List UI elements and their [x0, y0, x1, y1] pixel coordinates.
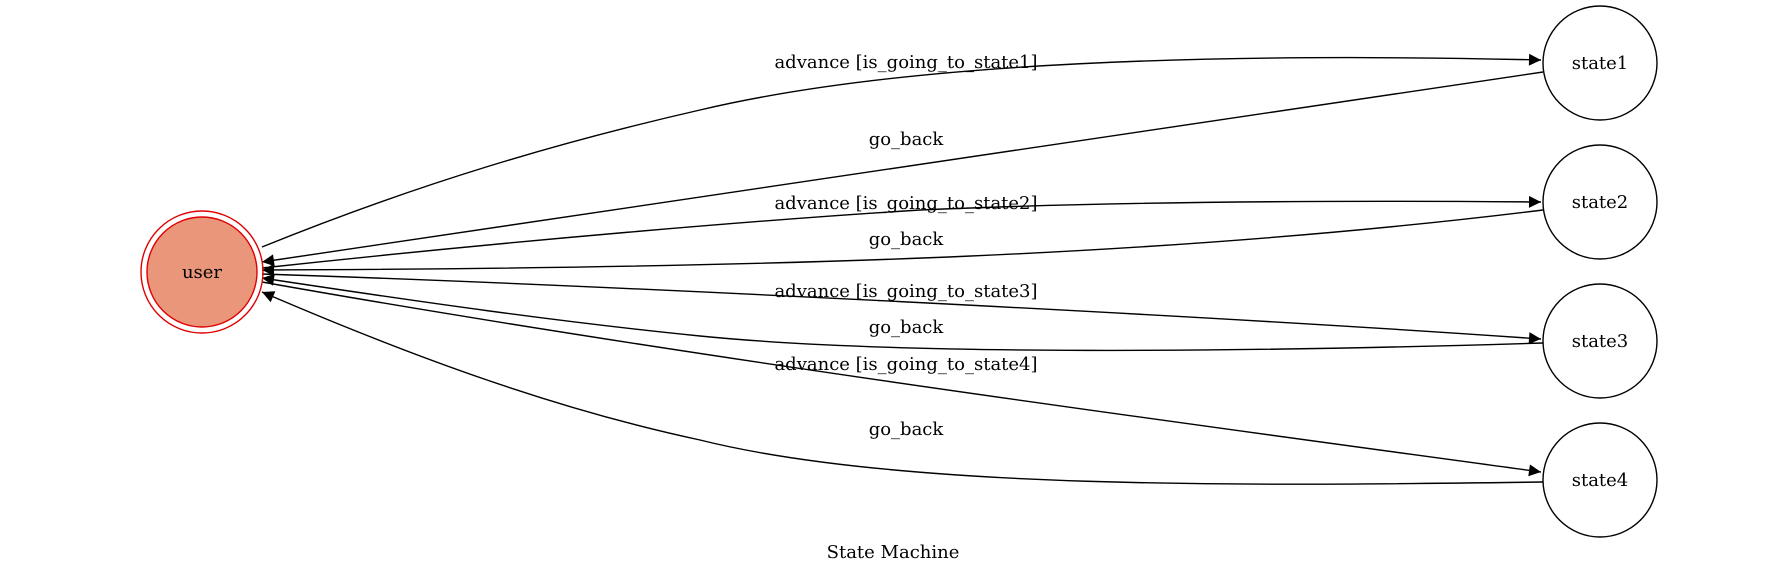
node-state1[interactable]: state1 — [1542, 5, 1658, 121]
edges — [261, 53, 1544, 485]
edge-label-user-to-state1: advance [is_going_to_state1] — [774, 52, 1037, 73]
node-state2-label: state2 — [1572, 192, 1629, 213]
node-user-outer-ring — [140, 210, 264, 334]
edge-state1-to-user — [261, 71, 1544, 267]
edge-user-to-state4 — [261, 281, 1542, 477]
node-user[interactable]: user — [140, 210, 264, 334]
edge-user-to-state1 — [261, 53, 1542, 248]
edge-state2-to-user — [261, 209, 1544, 276]
edge-label-state3-to-user: go_back — [869, 317, 945, 338]
node-state3[interactable]: state3 — [1542, 283, 1658, 399]
node-state2[interactable]: state2 — [1542, 144, 1658, 260]
edge-label-state2-to-user: go_back — [869, 229, 945, 250]
node-state3-label: state3 — [1572, 331, 1629, 352]
edge-user-to-state2 — [261, 195, 1542, 269]
edge-label-user-to-state2: advance [is_going_to_state2] — [774, 193, 1037, 214]
node-user-circle — [146, 216, 258, 328]
edge-state4-to-user — [261, 291, 1544, 485]
node-user-label: user — [182, 262, 222, 283]
edge-label-state4-to-user: go_back — [869, 419, 945, 440]
edge-label-state1-to-user: go_back — [869, 129, 945, 150]
edge-label-user-to-state3: advance [is_going_to_state3] — [774, 281, 1037, 302]
node-state2-circle — [1542, 144, 1658, 260]
node-state1-circle — [1542, 5, 1658, 121]
diagram-title: State Machine — [827, 542, 960, 563]
node-state4[interactable]: state4 — [1542, 422, 1658, 538]
edge-state3-to-user — [261, 273, 1544, 352]
edge-labels: advance [is_going_to_state1] go_back adv… — [774, 52, 1037, 440]
node-state4-circle — [1542, 422, 1658, 538]
node-state3-circle — [1542, 283, 1658, 399]
node-state4-label: state4 — [1572, 470, 1629, 491]
edge-user-to-state3 — [261, 273, 1542, 345]
edge-label-user-to-state4: advance [is_going_to_state4] — [774, 354, 1037, 375]
node-state1-label: state1 — [1572, 53, 1629, 74]
